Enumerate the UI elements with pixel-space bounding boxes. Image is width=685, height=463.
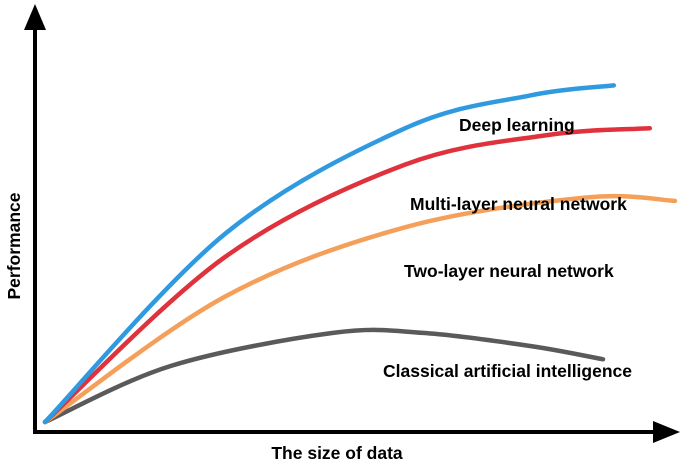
series-line-deep-learning	[42, 83, 617, 425]
series-label-classical-artificial-intelligence: Classical artificial intelligence	[383, 361, 632, 381]
series-label-two-layer-neural-network: Two-layer neural network	[404, 261, 614, 281]
axes	[24, 4, 680, 443]
plot-area	[42, 83, 678, 425]
y-axis-label: Performance	[4, 192, 24, 299]
series-label-deep-learning: Deep learning	[459, 115, 575, 135]
x-axis-arrow-icon	[653, 421, 680, 443]
x-axis-label: The size of data	[271, 443, 403, 463]
series-label-multi-layer-neural-network: Multi-layer neural network	[410, 194, 627, 214]
y-axis-arrow-icon	[24, 4, 46, 30]
series-line-multi-layer-neural-network	[42, 126, 653, 425]
series-line-classical-artificial-intelligence	[42, 327, 606, 425]
series-line-two-layer-neural-network	[42, 193, 678, 425]
